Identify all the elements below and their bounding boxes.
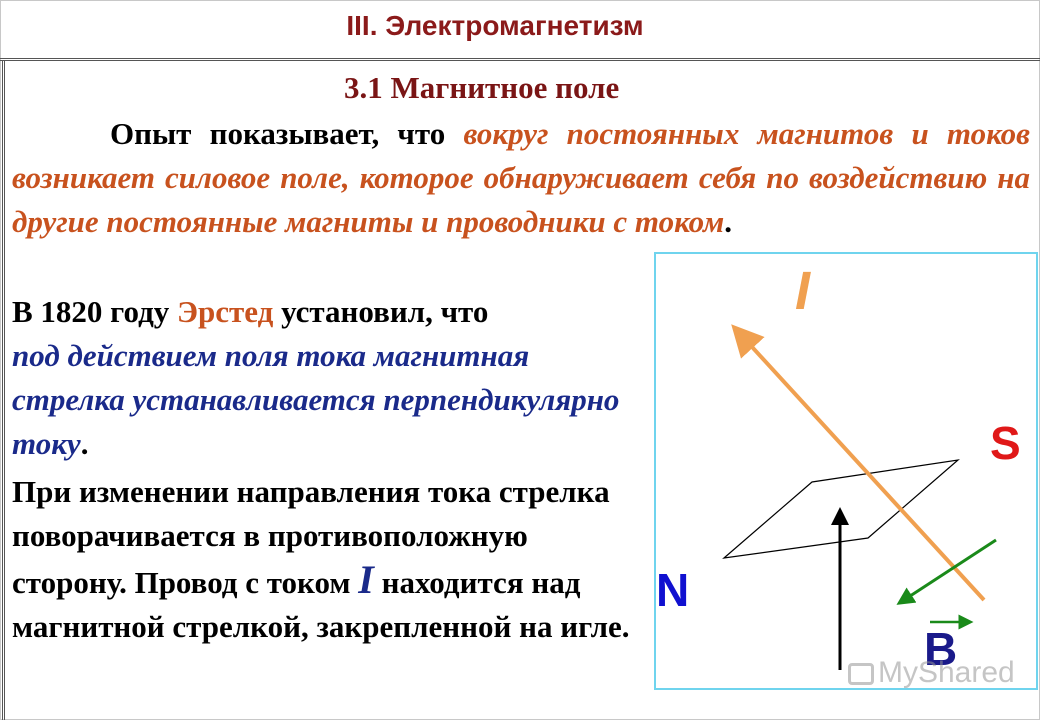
current-label: I	[795, 261, 811, 321]
horizontal-plane	[722, 459, 960, 559]
change-text1: При изменении направления тока стрелка п…	[12, 474, 610, 600]
intro-highlight: вокруг постоянных магнитов и токов возни…	[12, 116, 1030, 239]
watermark: MyShared	[848, 656, 1015, 690]
intro-plain: Опыт показывает, что	[110, 116, 464, 151]
change-text2: находится над магнитной стрелкой, закреп…	[12, 565, 630, 644]
chapter-title: III. Электромагнетизм	[346, 10, 644, 41]
intro-end: .	[724, 204, 732, 239]
field-direction-arrow	[896, 538, 997, 605]
current-symbol: I	[358, 557, 374, 602]
magnetic-field-label: B	[924, 623, 958, 675]
current-wire-arrow	[731, 324, 986, 602]
intro-paragraph: Опыт показывает, что вокруг постоянных м…	[12, 112, 1030, 244]
oersted-highlight: под действием поля тока магнитная стрелк…	[12, 338, 620, 461]
oersted-name: Эрстед	[177, 294, 274, 329]
south-pole-label: S	[990, 417, 1021, 469]
oersted-experiment-figure	[654, 252, 1038, 690]
watermark-logo-icon	[848, 663, 874, 686]
watermark-text: MyShared	[878, 656, 1015, 689]
oersted-part2: установил, что	[273, 294, 489, 329]
oersted-part1: В 1820 году	[12, 294, 178, 329]
section-title: 3.1 Магнитное поле	[344, 70, 620, 105]
oersted-paragraph: В 1820 году Эрстед установил, что под дей…	[12, 290, 642, 466]
direction-change-paragraph: При изменении направления тока стрелка п…	[12, 470, 642, 649]
header-band: III. Электромагнетизм	[0, 0, 1040, 61]
left-rule	[2, 60, 8, 720]
north-pole-label: N	[656, 564, 690, 616]
oersted-end: .	[80, 426, 89, 461]
